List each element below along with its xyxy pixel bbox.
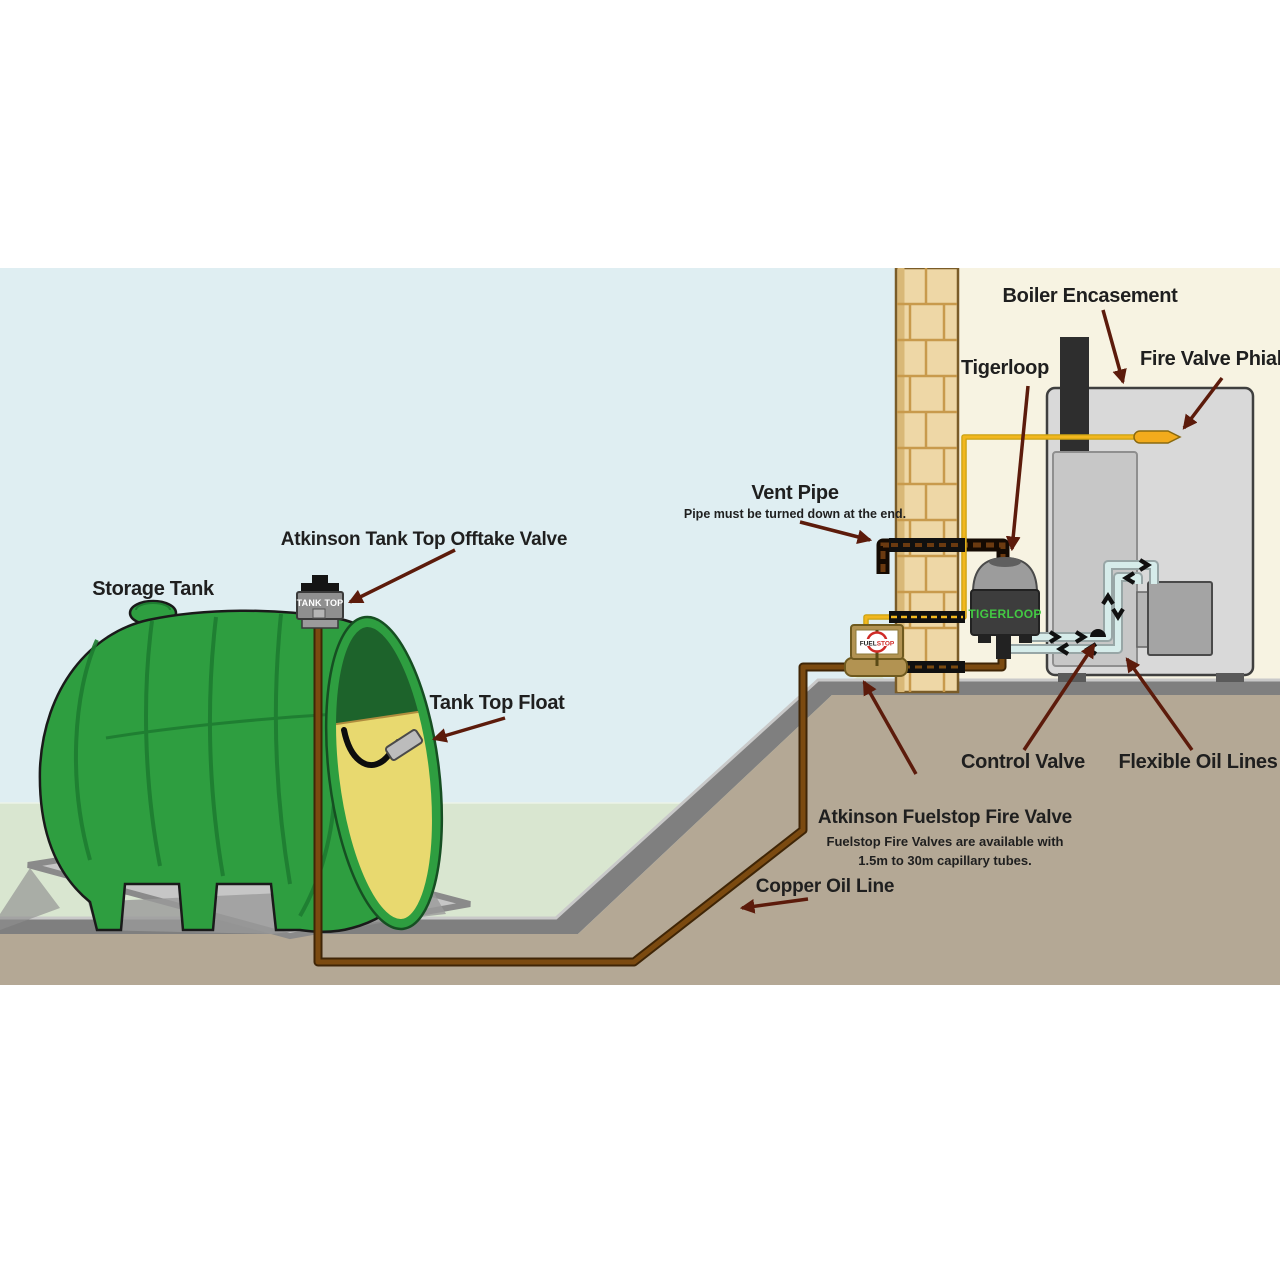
fuelstop-text-stop: STOP bbox=[877, 641, 895, 648]
copper-oil-line-pipe bbox=[313, 620, 1007, 967]
label-storage-tank: Storage Tank bbox=[92, 578, 215, 600]
ground-area bbox=[0, 695, 1280, 985]
tigerloop-body bbox=[970, 589, 1040, 636]
wall-pipe-sleeves bbox=[889, 538, 965, 673]
label-vent-pipe-note: Pipe must be turned down at the end. bbox=[684, 507, 906, 521]
tank-rim bbox=[326, 617, 442, 929]
tigerloop-arrow bbox=[1005, 385, 1030, 552]
pad-shadow bbox=[0, 868, 60, 930]
tank-cap-line bbox=[135, 602, 171, 611]
vent-pipe-arrow bbox=[799, 520, 873, 545]
label-fuelstop-note-2: 1.5m to 30m capillary tubes. bbox=[858, 853, 1031, 868]
tank-top-offtake-valve: TANK TOP bbox=[296, 575, 344, 629]
vent-pipe-core bbox=[880, 542, 1006, 572]
tank-rim-edge bbox=[324, 615, 444, 931]
brick-wall bbox=[894, 266, 960, 694]
label-vent-pipe: Vent Pipe bbox=[751, 482, 839, 504]
label-flexible-oil-lines: Flexible Oil Lines bbox=[1118, 751, 1277, 773]
tank-top-float-device bbox=[384, 729, 424, 761]
tigerloop-outlet bbox=[996, 634, 1011, 659]
valve-handle-bar bbox=[301, 583, 339, 594]
label-offtake-valve: Atkinson Tank Top Offtake Valve bbox=[281, 529, 568, 550]
installation-diagram: FUELSTOP TIGERLOOP TANK TOP bbox=[0, 266, 1280, 985]
fuelstop-text-fuel: FUEL bbox=[860, 641, 877, 648]
flue-chimney bbox=[1060, 337, 1089, 453]
valve-box bbox=[296, 591, 344, 620]
wall-edge-shade bbox=[897, 268, 905, 692]
label-copper-oil-line: Copper Oil Line bbox=[756, 876, 894, 897]
control-valve-arrow bbox=[1022, 643, 1096, 751]
boiler-group bbox=[1045, 337, 1255, 682]
tank-cut-face bbox=[324, 615, 444, 931]
diagram-canvas: FUELSTOP TIGERLOOP TANK TOP bbox=[0, 266, 1280, 985]
float-arrow bbox=[431, 716, 506, 743]
fuelstop-arrow bbox=[862, 680, 918, 775]
pointer-arrows bbox=[348, 309, 1224, 914]
label-fuelstop-note-1: Fuelstop Fire Valves are available with bbox=[827, 834, 1064, 849]
boiler-foot-right bbox=[1216, 673, 1244, 682]
label-control-valve: Control Valve bbox=[961, 751, 1085, 773]
label-tigerloop: Tigerloop bbox=[961, 357, 1049, 379]
phial-arrow bbox=[1182, 376, 1224, 430]
tigerloop-device: TIGERLOOP bbox=[968, 556, 1041, 659]
tigerloop-foot-left bbox=[978, 634, 991, 643]
burner-unit bbox=[1147, 581, 1213, 656]
valve-port bbox=[312, 608, 326, 619]
fuelstop-fire-valve: FUELSTOP bbox=[844, 624, 908, 677]
label-fire-valve-phial: Fire Valve Phial bbox=[1140, 348, 1280, 370]
label-boiler-encasement: Boiler Encasement bbox=[1003, 285, 1179, 307]
fire-valve-phial-device bbox=[1133, 430, 1182, 444]
tigerloop-cap bbox=[989, 557, 1021, 567]
label-tank-top-float: Tank Top Float bbox=[429, 692, 565, 714]
flexible-lines-arrow bbox=[1125, 657, 1194, 752]
offtake-valve-arrow bbox=[348, 548, 456, 604]
copper-line-arrow bbox=[739, 897, 809, 914]
burner-connector bbox=[1136, 591, 1149, 648]
control-valve-device bbox=[1090, 629, 1106, 637]
fuelstop-logo-text: FUELSTOP bbox=[860, 641, 895, 648]
encasement-arrow bbox=[1101, 309, 1127, 385]
valve-brand-text: TANK TOP bbox=[297, 598, 344, 608]
tigerloop-brand-text: TIGERLOOP bbox=[968, 607, 1041, 621]
fuelstop-logo-band bbox=[860, 639, 894, 646]
storage-tank bbox=[38, 599, 444, 933]
label-fuelstop-valve: Atkinson Fuelstop Fire Valve bbox=[818, 807, 1072, 828]
tigerloop-foot-right bbox=[1019, 634, 1032, 643]
